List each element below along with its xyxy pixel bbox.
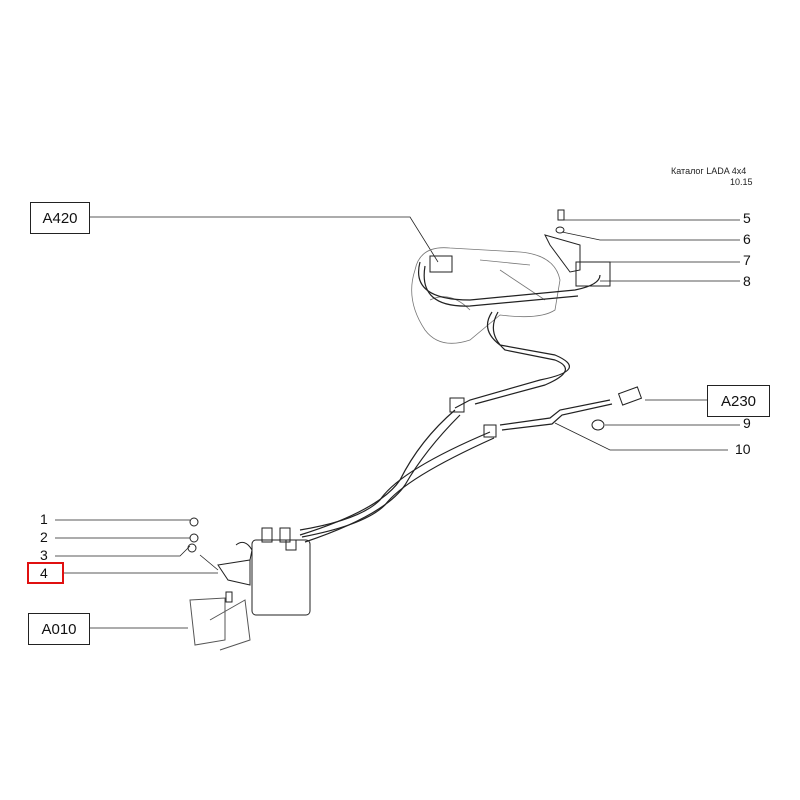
part-4-label[interactable]: 4 [40, 565, 48, 581]
part-8-label[interactable]: 8 [743, 273, 751, 289]
part-10-label[interactable]: 10 [735, 441, 751, 457]
part-2-label[interactable]: 2 [40, 529, 48, 545]
part-1-label[interactable]: 1 [40, 511, 48, 527]
canister [189, 527, 311, 651]
selected-part-highlight [27, 562, 64, 584]
small-parts [187, 209, 643, 553]
leader-lines [55, 216, 740, 629]
part-5-label[interactable]: 5 [743, 210, 751, 226]
catalog-title: Каталог LADA 4x4 [671, 166, 747, 176]
hoses [299, 261, 613, 543]
part-6-label[interactable]: 6 [743, 231, 751, 247]
ref-a010-button[interactable]: A010 [28, 613, 90, 645]
part-3-label[interactable]: 3 [40, 547, 48, 563]
engine-sketch [411, 247, 561, 344]
part-7-label[interactable]: 7 [743, 252, 751, 268]
ref-a230-button[interactable]: A230 [707, 385, 770, 417]
page-number: 10.15 [730, 177, 753, 187]
ref-a420-button[interactable]: A420 [30, 202, 90, 234]
part-9-label[interactable]: 9 [743, 415, 751, 431]
